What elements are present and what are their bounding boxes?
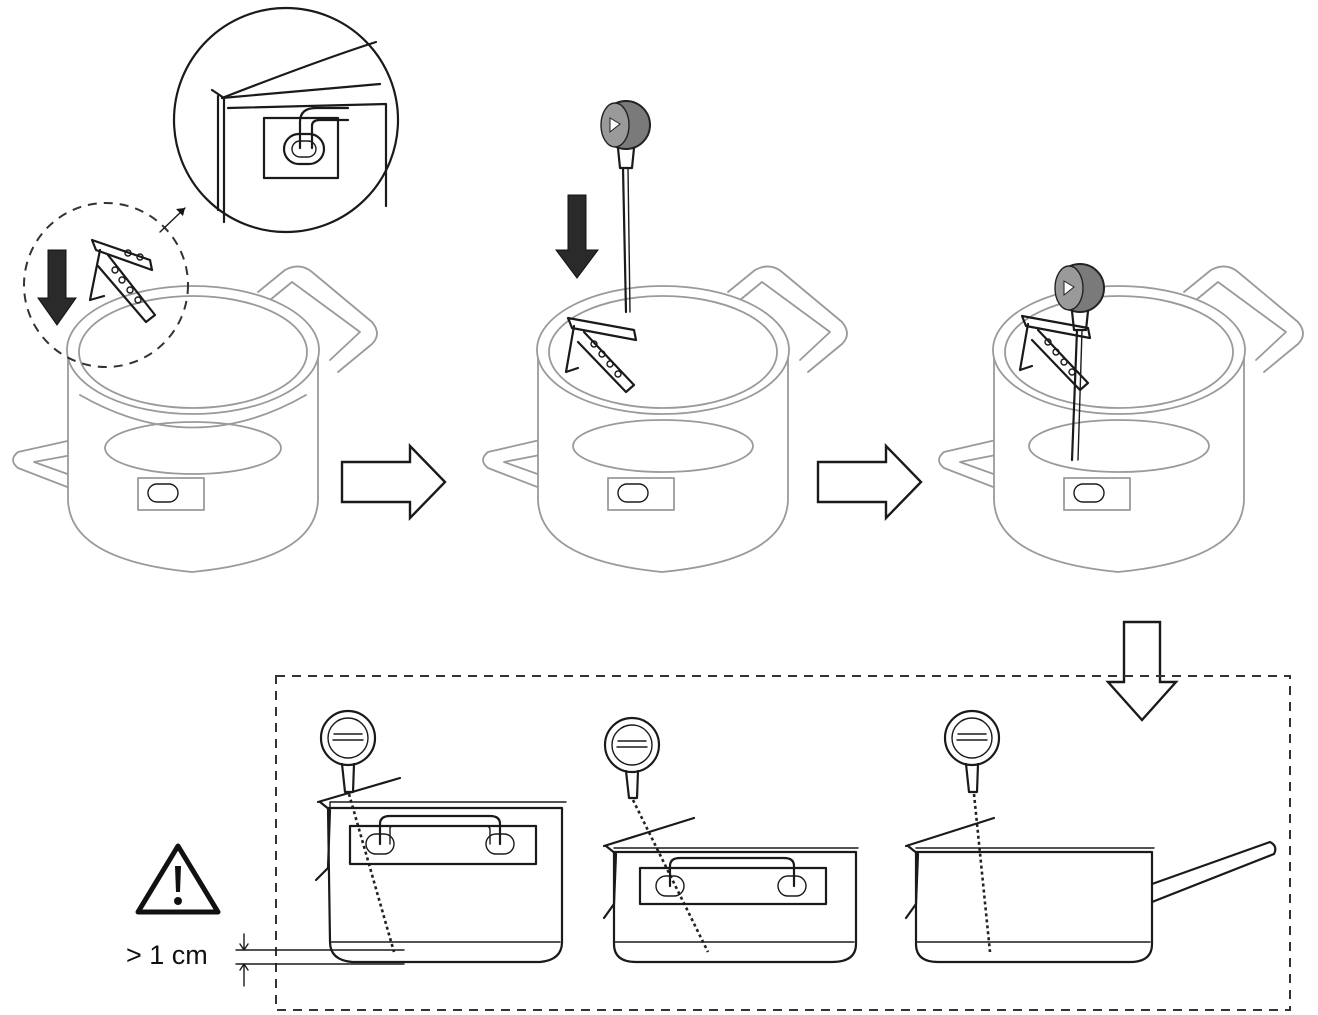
step-1-pot <box>12 202 378 573</box>
arrow-down-icon <box>555 194 599 279</box>
warning-triangle-icon <box>135 843 221 915</box>
zoom-detail <box>172 6 400 234</box>
arrow-right-icon <box>340 443 447 521</box>
arrow-down-icon <box>37 249 77 326</box>
arrow-right-icon <box>816 443 923 521</box>
arrow-down-icon <box>1105 620 1179 722</box>
step-3-pot <box>938 263 1304 573</box>
detail-panel <box>275 675 1291 1011</box>
min-distance-label: > 1 cm <box>126 940 208 970</box>
detail-casserole <box>602 716 859 964</box>
detail-saucepan <box>904 709 1277 964</box>
step-2-pot <box>482 100 848 573</box>
detail-stockpot <box>235 709 567 987</box>
